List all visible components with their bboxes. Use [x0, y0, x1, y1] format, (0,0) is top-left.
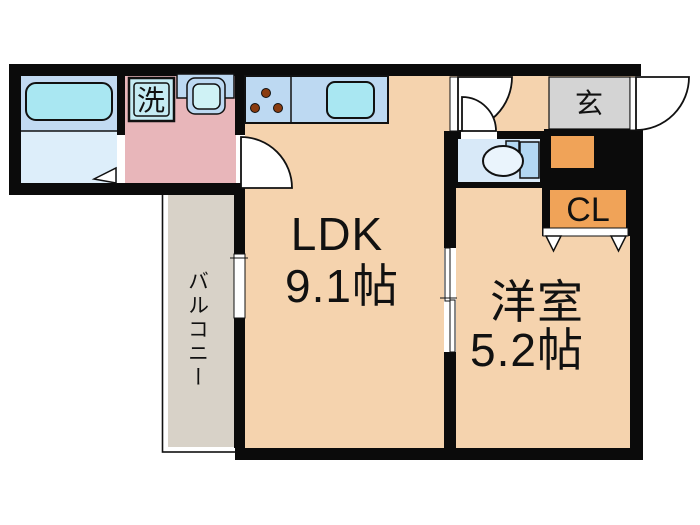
wall-washroom-ldk — [235, 76, 245, 135]
wall-left — [9, 64, 21, 195]
closet-door-marker-left — [544, 235, 563, 253]
toilet-door-arc — [461, 96, 497, 132]
front-door-arc — [635, 76, 690, 131]
washroom-door-arc — [240, 136, 293, 189]
burner-3 — [273, 103, 283, 113]
wall-right — [630, 129, 643, 460]
wall-bottom — [235, 448, 643, 460]
western-room-area-label: 5.2帖 — [470, 324, 584, 376]
stove-burners — [250, 88, 283, 113]
laundry-label: 洗 — [137, 85, 165, 116]
wall-top — [9, 64, 641, 76]
washing-machine — [127, 76, 176, 123]
kitchen-sink — [326, 81, 375, 119]
sliding-door-panel-1 — [444, 247, 451, 302]
sliding-door-panel-2 — [449, 299, 456, 353]
ldk-area-label: 9.1帖 — [285, 260, 399, 312]
burner-1 — [261, 88, 271, 98]
wall-ldk-west-upper — [234, 195, 245, 254]
burner-2 — [250, 103, 260, 113]
closet-floor — [550, 190, 626, 228]
closet-door-track — [542, 227, 629, 237]
wall-ldk-western-upper — [444, 131, 456, 248]
toilet-door-opening — [461, 131, 497, 139]
closet-door-marker-right — [609, 235, 628, 253]
balcony-window — [233, 253, 246, 319]
washing-machine-inner — [133, 82, 170, 117]
wall-upper-strip-bottom — [9, 183, 245, 195]
wall-ldk-west-lower — [234, 318, 245, 448]
wall-ldk-western-lower — [444, 352, 456, 448]
wall-bath-washroom — [117, 76, 125, 135]
vanity-basin-inner — [192, 83, 221, 110]
bath-door-opening — [117, 135, 125, 183]
western-room-label: 洋室 — [490, 276, 584, 328]
ldk-label: LDK — [291, 208, 383, 260]
entrance-label: 玄 — [575, 88, 603, 119]
entrance-alcove — [551, 136, 594, 168]
hall-door-panel — [449, 76, 459, 132]
balcony-floor — [168, 186, 234, 447]
bath-folding-door-marker — [91, 166, 117, 184]
bathtub — [25, 82, 113, 121]
balcony-label: バルコニー — [186, 270, 209, 390]
closet-label: CL — [566, 191, 609, 229]
toilet-bowl — [482, 145, 524, 177]
